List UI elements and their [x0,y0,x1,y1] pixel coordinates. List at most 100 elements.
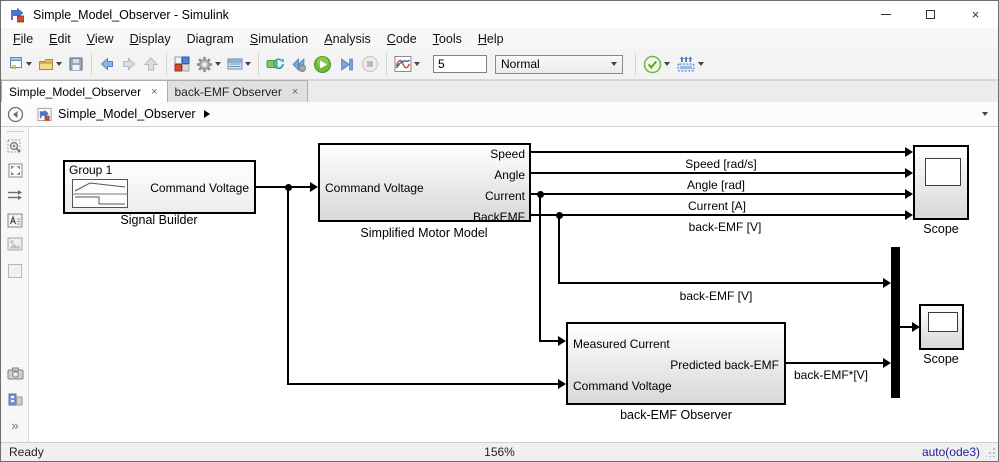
wire-current[interactable] [531,193,905,195]
block-scope-bottom[interactable] [919,304,964,350]
signal-label-backemf-predicted[interactable]: back-EMF*[V] [793,368,869,382]
signal-label-backemf[interactable]: back-EMF [V] [688,220,762,234]
caret-down-icon [698,62,704,66]
port-label-output: Command Voltage [150,181,249,195]
menu-tools[interactable]: Tools [432,31,462,46]
wire-backemf-branch[interactable] [558,215,560,283]
wire-current-branch[interactable] [539,194,541,341]
port-label-input: Command Voltage [325,181,424,195]
minimize-button[interactable] [863,1,908,28]
resize-grip-icon[interactable] [986,447,996,457]
fit-to-view-button[interactable] [1,163,29,178]
viewmarks-button[interactable] [1,392,29,407]
menu-edit[interactable]: Edit [49,31,71,46]
wire-arrowhead [905,168,913,178]
wire-predicted-backemf[interactable] [786,362,883,364]
signal-label-angle[interactable]: Angle [rad] [686,178,746,192]
simulation-mode-select[interactable]: Normal [495,54,623,74]
wire-angle[interactable] [531,172,905,174]
open-button[interactable] [35,52,65,76]
wire-current-branch[interactable] [539,340,558,342]
tab-simple-model-observer[interactable]: Simple_Model_Observer × [1,80,168,102]
wire-backemf-branch[interactable] [558,282,883,284]
signal-label-current[interactable]: Current [A] [687,199,747,213]
save-button[interactable] [65,52,87,76]
library-browser-icon [174,56,190,72]
menu-simulation[interactable]: Simulation [249,31,309,46]
deploy-hardware-icon [677,56,695,72]
menu-display[interactable]: Display [129,31,171,46]
zoom-select-button[interactable] [1,139,29,155]
screenshot-button[interactable] [1,367,29,380]
menu-view[interactable]: View [86,31,114,46]
caret-down-icon [664,62,670,66]
draw-area-button[interactable] [1,263,29,279]
block-caption[interactable]: Scope [923,352,959,366]
up-arrow-icon [143,57,159,71]
diagram-canvas[interactable]: Group 1 Command Voltage Signal Builder C… [29,127,998,442]
library-browser-button[interactable] [171,52,193,76]
simulation-display-button[interactable] [391,52,423,76]
wire-arrowhead [905,189,913,199]
deploy-hardware-button[interactable] [673,52,707,76]
route-signals-icon [8,190,22,200]
annotation-button[interactable] [1,213,29,228]
model-settings-button[interactable] [193,52,224,76]
model-advisor-button[interactable] [640,52,673,76]
signal-label-speed[interactable]: Speed [rad/s] [685,157,757,171]
wire-command-voltage-branch[interactable] [287,187,289,384]
solver-indicator[interactable]: auto(ode3) [921,445,980,459]
wire-backemf[interactable] [531,214,905,216]
block-simplified-motor-model[interactable]: Command Voltage Speed Angle Current Back… [318,143,531,224]
forward-button[interactable] [118,52,140,76]
breadcrumb[interactable]: Simple_Model_Observer [33,106,214,123]
breadcrumb-dropdown-icon[interactable] [982,112,988,116]
close-button[interactable]: × [953,1,998,28]
menu-help[interactable]: Help [477,31,504,46]
maximize-button[interactable] [908,1,953,28]
route-signals-button[interactable] [1,189,29,201]
menu-analysis[interactable]: Analysis [324,31,371,46]
caret-down-icon [245,62,251,66]
block-caption[interactable]: back-EMF Observer [620,408,732,422]
stop-icon [362,56,378,72]
fast-restart-button[interactable] [263,52,287,76]
step-back-button[interactable] [287,52,310,76]
block-signal-builder[interactable]: Group 1 Command Voltage [63,160,256,214]
tab-close-icon[interactable]: × [151,85,158,98]
zoom-icon [7,139,21,153]
port-label-output: Current [484,189,525,203]
run-button[interactable] [310,52,335,76]
block-caption[interactable]: Scope [923,222,959,236]
up-to-parent-button[interactable] [140,52,162,76]
scope-screen [928,312,958,332]
stop-time-input[interactable] [433,55,487,73]
wire-speed[interactable] [531,151,905,153]
menu-code[interactable]: Code [386,31,417,46]
sidebar-expand-button[interactable]: » [11,418,19,433]
wire-command-voltage[interactable] [256,186,310,188]
model-explorer-button[interactable] [224,52,254,76]
back-button[interactable] [96,52,118,76]
wire-mux-output[interactable] [900,326,912,328]
hide-browser-icon[interactable] [7,106,24,123]
block-caption[interactable]: Simplified Motor Model [360,226,488,240]
step-forward-button[interactable] [335,52,358,76]
insert-image-button[interactable] [1,237,29,251]
stop-button[interactable] [358,52,382,76]
menu-diagram[interactable]: Diagram [186,31,234,46]
block-scope-top[interactable] [913,145,969,220]
new-model-button[interactable] [5,52,35,76]
block-back-emf-observer[interactable]: Measured Current Command Voltage Predict… [566,322,786,405]
block-mux[interactable] [891,247,900,398]
wire-arrowhead [883,358,891,368]
block-caption[interactable]: Signal Builder [120,213,198,227]
signal-label-backemf-mux[interactable]: back-EMF [V] [679,289,753,303]
image-icon [7,237,23,251]
tab-back-emf-observer[interactable]: back-EMF Observer × [167,80,309,102]
status-bar: Ready 156% auto(ode3) [1,442,998,461]
menu-file[interactable]: File [13,31,34,46]
wire-command-voltage-branch[interactable] [287,383,558,385]
wire-arrowhead [310,182,318,192]
tab-close-icon[interactable]: × [291,85,299,98]
